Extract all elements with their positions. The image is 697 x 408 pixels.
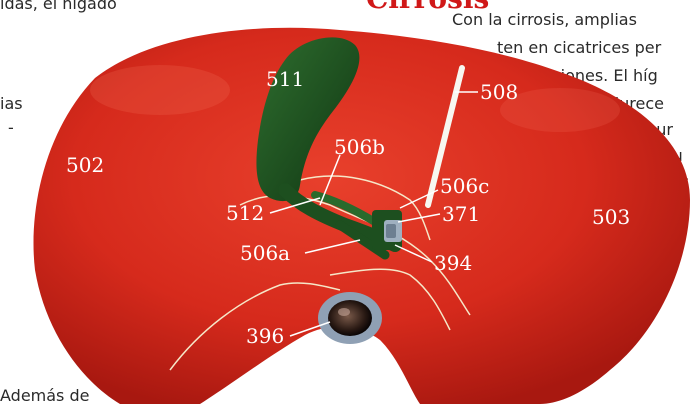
liver-highlight <box>90 65 230 115</box>
label-512: 512 <box>226 201 264 225</box>
portal-vessel <box>386 224 396 238</box>
vena-cava-opening <box>328 300 372 336</box>
vena-cava-glint <box>338 308 350 316</box>
label-511: 511 <box>266 67 304 91</box>
label-502: 502 <box>66 153 104 177</box>
label-371: 371 <box>442 202 480 226</box>
label-506c: 506c <box>440 174 489 198</box>
label-508: 508 <box>480 80 518 104</box>
label-394: 394 <box>434 251 472 275</box>
label-396: 396 <box>246 324 284 348</box>
label-506a: 506a <box>240 241 290 265</box>
label-503: 503 <box>592 205 630 229</box>
label-506b: 506b <box>334 135 385 159</box>
